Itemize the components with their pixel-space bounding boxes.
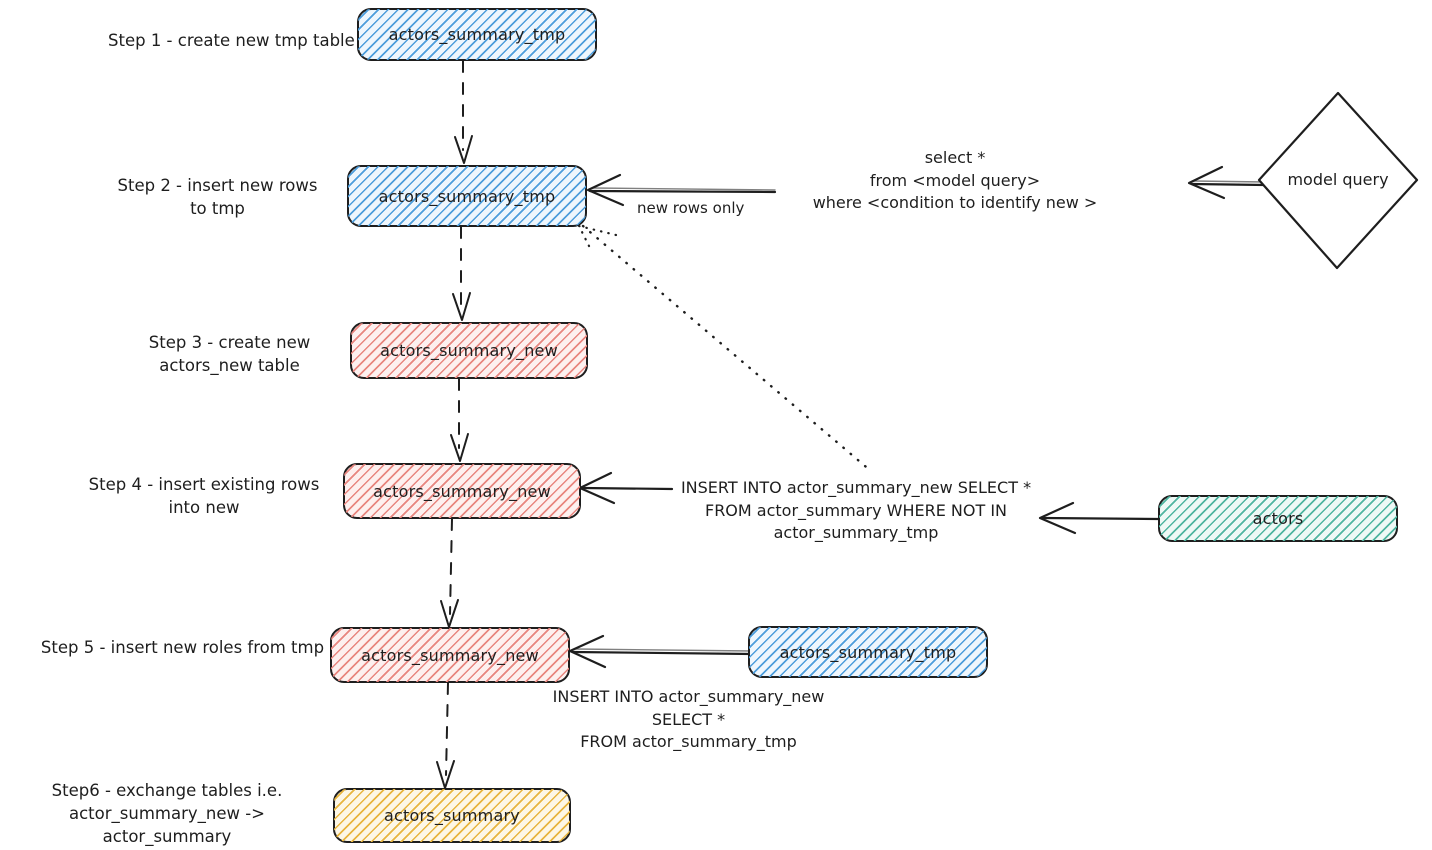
connector-newrows-to-step2 bbox=[586, 173, 777, 207]
node-step5-new[interactable]: actors_summary_new bbox=[330, 627, 570, 683]
step-4-caption: Step 4 - insert existing rows into new bbox=[88, 475, 320, 517]
node-step1-tmp-label: actors_summary_tmp bbox=[388, 25, 566, 44]
annotation-step4-sql: INSERT INTO actor_summary_new SELECT * F… bbox=[680, 478, 1032, 543]
connector-step2-to-step3 bbox=[452, 226, 471, 321]
annotation-new-rows-only: new rows only bbox=[637, 199, 745, 217]
connector-step3-to-step4 bbox=[450, 378, 469, 462]
node-step2-tmp[interactable]: actors_summary_tmp bbox=[347, 165, 587, 227]
node-step4-new[interactable]: actors_summary_new bbox=[343, 463, 581, 519]
annotation-step5-sql: INSERT INTO actor_summary_new SELECT * F… bbox=[552, 687, 825, 752]
annotation-model-query-sql: select * from <model query> where <condi… bbox=[812, 148, 1098, 213]
connector-actors-to-sql bbox=[1038, 501, 1160, 535]
node-source-actors-label: actors bbox=[1252, 509, 1304, 528]
step-3-caption: Step 3 - create new actors_new table bbox=[148, 333, 311, 375]
connector-modelquery-to-sql bbox=[1187, 165, 1267, 200]
connector-step5-to-step6 bbox=[436, 682, 455, 789]
node-step6-summary[interactable]: actors_summary bbox=[333, 788, 571, 843]
node-step1-tmp[interactable]: actors_summary_tmp bbox=[357, 8, 597, 61]
node-source-actors[interactable]: actors bbox=[1158, 495, 1398, 542]
node-step4-new-label: actors_summary_new bbox=[373, 481, 551, 501]
connector-sql-to-step4 bbox=[578, 471, 674, 505]
node-source-tmp-label: actors_summary_tmp bbox=[779, 642, 957, 662]
node-model-query-shape[interactable] bbox=[1257, 91, 1419, 270]
step-6-caption: Step6 - exchange tables i.e. actor_summa… bbox=[51, 781, 283, 846]
step-5-caption: Step 5 - insert new roles from tmp bbox=[40, 638, 325, 657]
step-1-caption: Step 1 - create new tmp table bbox=[108, 31, 355, 50]
node-step6-summary-label: actors_summary bbox=[384, 806, 520, 825]
node-step5-new-label: actors_summary_new bbox=[361, 645, 539, 665]
connector-sourcetmp-to-step5 bbox=[568, 634, 754, 669]
node-model-query-label: model query bbox=[1287, 170, 1389, 189]
connector-step1-to-step2 bbox=[454, 60, 473, 164]
node-step3-new-label: actors_summary_new bbox=[380, 341, 558, 360]
step-2-caption: Step 2 - insert new rows to tmp bbox=[117, 176, 318, 218]
connector-step2-dotted-to-step4sql bbox=[577, 224, 874, 474]
connector-step4-to-step5 bbox=[440, 518, 459, 628]
node-step2-tmp-label: actors_summary_tmp bbox=[378, 186, 556, 206]
node-source-tmp[interactable]: actors_summary_tmp bbox=[748, 626, 988, 678]
node-step3-new[interactable]: actors_summary_new bbox=[350, 322, 588, 379]
